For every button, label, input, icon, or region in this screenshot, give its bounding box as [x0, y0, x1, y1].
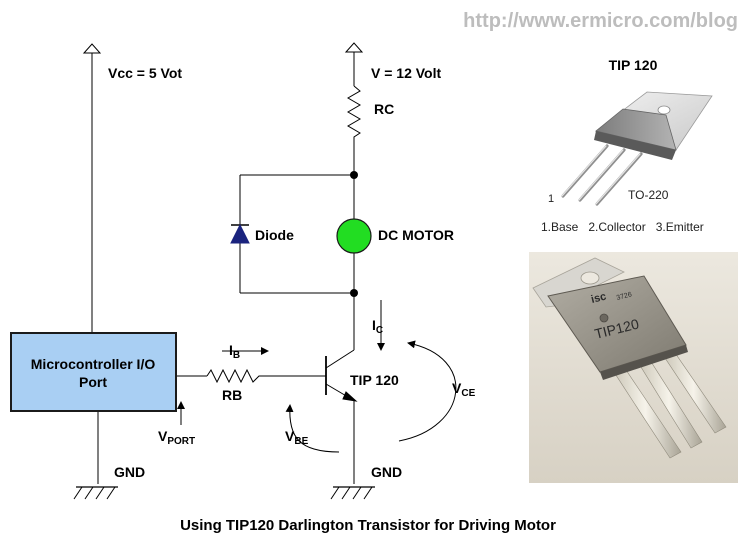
diode-label: Diode [255, 227, 294, 243]
mcu-label-line1: Microcontroller I/O [31, 356, 156, 372]
figure-caption: Using TIP120 Darlington Transistor for D… [180, 517, 556, 534]
tip120-photo [529, 252, 738, 483]
gnd-label-left: GND [114, 464, 145, 480]
ground-symbol-left [73, 486, 118, 500]
ic-label: IC [372, 317, 383, 336]
microcontroller-port-box [10, 332, 177, 412]
vce-arrow [398, 340, 457, 442]
v12-supply-symbol [344, 42, 364, 86]
rc-resistor [347, 85, 361, 175]
tip120-transistor-symbol [325, 349, 358, 484]
rc-label: RC [374, 101, 394, 117]
rb-label: RB [222, 387, 242, 403]
rb-resistor [206, 368, 326, 384]
vcc-label: Vcc = 5 Vot [108, 65, 182, 81]
transistor-label: TIP 120 [350, 372, 399, 388]
header-url[interactable]: http://www.ermicro.com/blog [463, 10, 738, 32]
vce-label: VCE [452, 380, 476, 399]
vcc-supply-symbol [82, 43, 102, 333]
to220-package-drawing [561, 91, 713, 206]
pin1-marker: 1 [548, 193, 554, 205]
diode-symbol [230, 223, 250, 244]
ground-symbol-right [330, 486, 375, 500]
package-name: TO-220 [628, 188, 669, 202]
vport-label: VPORT [158, 428, 195, 447]
junction-dot [350, 171, 358, 179]
gnd-label-right: GND [371, 464, 402, 480]
pin-legend: 1.Base 2.Collector 3.Emitter [541, 220, 704, 234]
ib-label: IB [229, 342, 240, 361]
dc-motor-label: DC MOTOR [378, 227, 454, 243]
photo-brand-marking: isc [590, 291, 608, 306]
schematic [73, 42, 457, 500]
dc-motor-symbol [336, 218, 372, 254]
v12-label: V = 12 Volt [371, 65, 441, 81]
mcu-label-line2: Port [79, 374, 107, 390]
junction-dot [350, 289, 358, 297]
vbe-arrow [285, 404, 340, 453]
package-title: TIP 120 [609, 57, 658, 73]
vbe-label: VBE [285, 428, 309, 447]
photo-code-marking: 3726 [616, 291, 633, 302]
